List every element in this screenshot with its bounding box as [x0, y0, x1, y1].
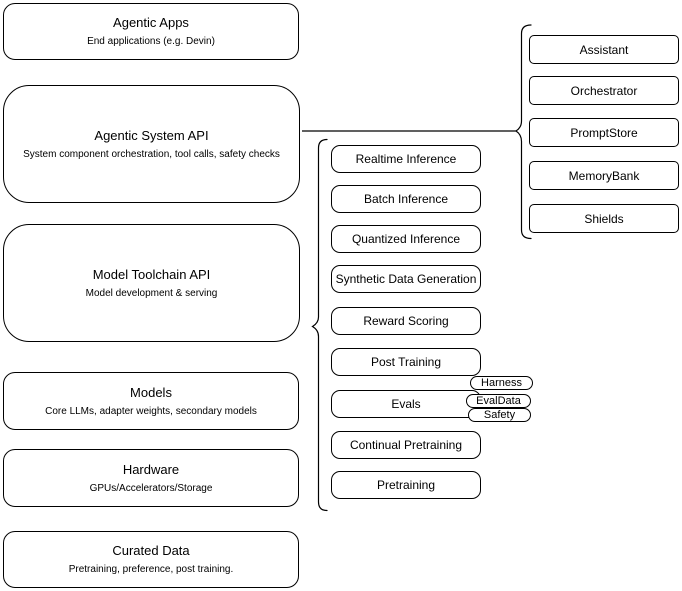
node-assistant: Assistant — [529, 35, 679, 64]
tag-harness: Harness — [470, 376, 533, 390]
agent-components-bracket — [514, 24, 532, 240]
node-title: Agentic Apps — [113, 15, 189, 30]
node-agentic-apps: Agentic Apps End applications (e.g. Devi… — [3, 3, 299, 60]
node-title: Curated Data — [112, 543, 190, 558]
node-evals: Evals — [331, 390, 481, 418]
node-label: Realtime Inference — [355, 152, 457, 166]
node-label: Continual Pretraining — [349, 438, 463, 452]
node-label: Batch Inference — [363, 192, 449, 206]
node-title: Agentic System API — [94, 127, 209, 143]
node-agentic-system-api: Agentic System API System component orch… — [3, 85, 300, 203]
node-title: Hardware — [122, 461, 180, 477]
node-subtitle: System component orchestration, tool cal… — [23, 148, 280, 160]
node-continual-pretraining: Continual Pretraining — [331, 431, 481, 459]
node-quantized-inference: Quantized Inference — [331, 225, 481, 253]
node-pretraining: Pretraining — [331, 471, 481, 499]
node-memorybank: MemoryBank — [529, 161, 679, 190]
node-realtime-inference: Realtime Inference — [331, 145, 481, 173]
tag-label: EvalData — [476, 395, 521, 407]
node-models: Models Core LLMs, adapter weights, secon… — [3, 372, 299, 430]
node-subtitle: End applications (e.g. Devin) — [87, 36, 215, 47]
node-title: Models — [130, 384, 172, 400]
node-orchestrator: Orchestrator — [529, 76, 679, 105]
node-label: Reward Scoring — [363, 314, 449, 328]
node-batch-inference: Batch Inference — [331, 185, 481, 213]
tag-label: Safety — [483, 409, 516, 421]
node-label: PromptStore — [570, 125, 638, 140]
tag-label: Harness — [481, 377, 522, 389]
node-title: Model Toolchain API — [92, 266, 211, 282]
node-synthetic-data-generation: Synthetic Data Generation — [331, 265, 481, 293]
node-label: Orchestrator — [570, 83, 638, 98]
toolchain-services-bracket — [311, 138, 328, 512]
node-promptstore: PromptStore — [529, 118, 679, 147]
node-subtitle: GPUs/Accelerators/Storage — [89, 482, 213, 494]
node-label: Shields — [584, 211, 624, 226]
node-subtitle: Pretraining, preference, post training. — [68, 564, 234, 575]
node-label: Pretraining — [376, 478, 436, 492]
node-label: Synthetic Data Generation — [335, 272, 477, 286]
node-curated-data: Curated Data Pretraining, preference, po… — [3, 531, 299, 588]
tag-evaldata: EvalData — [466, 394, 531, 408]
node-shields: Shields — [529, 204, 679, 233]
node-model-toolchain-api: Model Toolchain API Model development & … — [3, 224, 300, 342]
node-label: Quantized Inference — [351, 232, 461, 246]
node-label: Assistant — [579, 42, 629, 57]
node-post-training: Post Training — [331, 348, 481, 376]
tag-safety: Safety — [468, 408, 531, 422]
node-label: MemoryBank — [568, 168, 640, 183]
node-subtitle: Core LLMs, adapter weights, secondary mo… — [45, 405, 257, 417]
node-subtitle: Model development & serving — [85, 287, 218, 299]
node-reward-scoring: Reward Scoring — [331, 307, 481, 335]
node-label: Post Training — [370, 355, 442, 369]
node-hardware: Hardware GPUs/Accelerators/Storage — [3, 449, 299, 507]
node-label: Evals — [391, 397, 421, 411]
